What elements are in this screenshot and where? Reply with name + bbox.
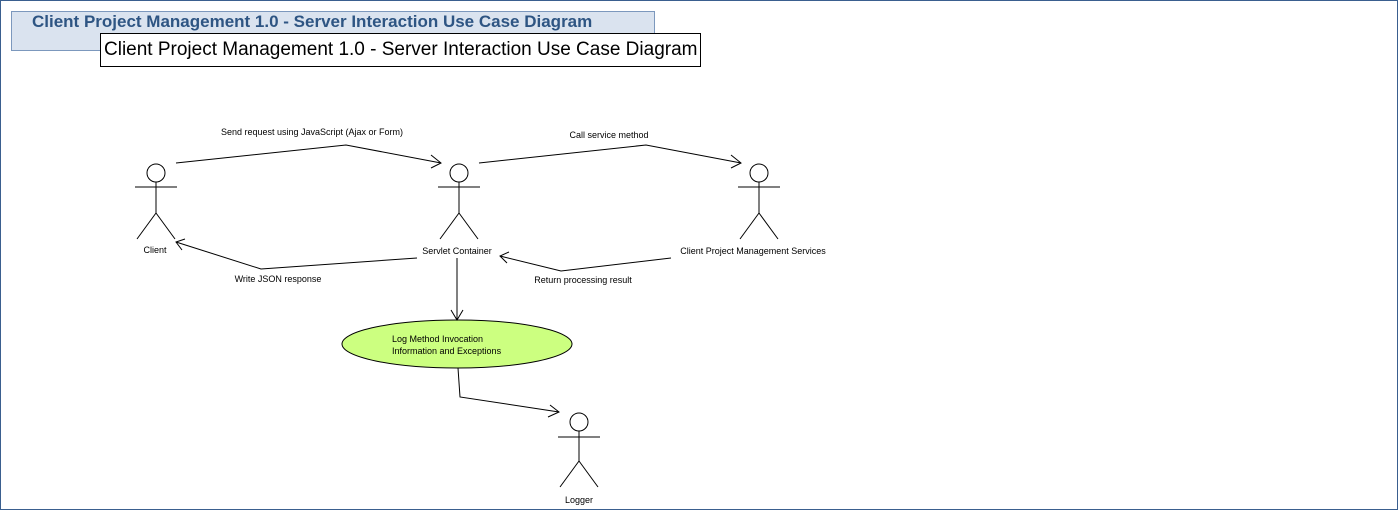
association-servlet-to-log — [450, 258, 464, 321]
message-write-json-label: Write JSON response — [235, 274, 322, 284]
association-log-to-logger — [457, 367, 560, 418]
actor-services-label: Client Project Management Services — [680, 246, 826, 256]
message-return-result-label: Return processing result — [534, 275, 632, 285]
diagram-title: Client Project Management 1.0 - Server I… — [100, 33, 702, 67]
diagram-tab-title-text: Client Project Management 1.0 - Server I… — [32, 12, 593, 31]
message-return-result — [499, 251, 672, 272]
actor-client[interactable] — [135, 163, 177, 240]
message-write-json — [175, 238, 418, 270]
actor-services[interactable] — [738, 163, 780, 240]
message-call-service-label: Call service method — [569, 130, 648, 140]
use-case-label-line2: Information and Exceptions — [392, 346, 502, 356]
use-case-log-invocation[interactable] — [341, 319, 573, 369]
actor-logger[interactable] — [558, 412, 600, 488]
actor-client-label: Client — [143, 245, 167, 255]
message-call-service — [478, 144, 742, 169]
message-send-request-label: Send request using JavaScript (Ajax or F… — [221, 127, 403, 137]
actor-servlet-container-label: Servlet Container — [422, 246, 492, 256]
actor-logger-label: Logger — [565, 495, 593, 505]
use-case-label-line1: Log Method Invocation — [392, 334, 483, 344]
message-send-request — [175, 144, 442, 169]
actor-servlet-container[interactable] — [438, 163, 480, 240]
